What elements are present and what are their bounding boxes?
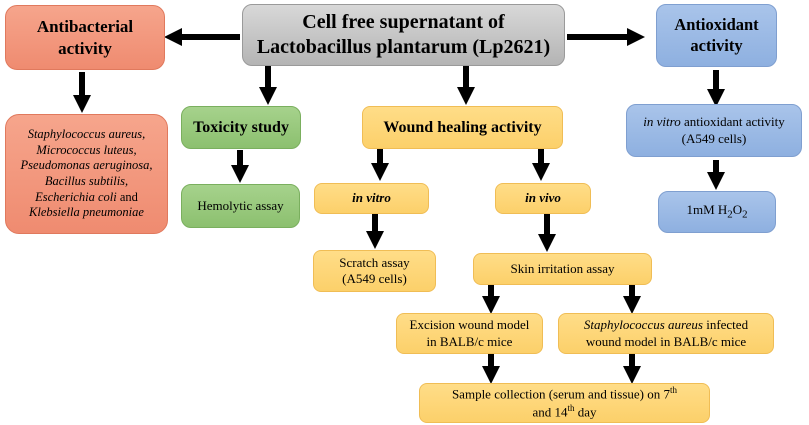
- hemolytic-label: Hemolytic assay: [197, 197, 284, 213]
- antibacterial-line2: activity: [58, 38, 112, 58]
- staph-rest: infected: [702, 317, 749, 333]
- antioxidant-cells: (A549 cells): [681, 130, 747, 146]
- wound-invitro-box: in vitro: [314, 183, 429, 214]
- skin-label: Skin irritation assay: [510, 260, 615, 276]
- main-title-line2: Lactobacillus plantarum (Lp2621): [256, 36, 551, 58]
- h2o2-prefix: 1mM H: [686, 201, 728, 217]
- skin-box: Skin irritation assay: [473, 253, 652, 285]
- antibacterial-box: Antibacterial activity: [5, 5, 165, 70]
- sample-text: Sample collection (serum and tissue) on …: [451, 386, 671, 402]
- antioxidant-invitro-box: in vitro antioxidant activity (A549 cell…: [626, 104, 802, 157]
- sample-sup1: th: [670, 385, 678, 396]
- excision-box: Excision wound model in BALB/c mice: [396, 313, 543, 354]
- antioxidant-line1: Antioxidant: [674, 14, 759, 34]
- sample-line1: Sample collection (serum and tissue) on …: [452, 385, 677, 403]
- hemolytic-box: Hemolytic assay: [181, 184, 300, 228]
- staph-italic: Staphylococcus aureus: [583, 317, 703, 333]
- organisms-box: Staphylococcus aureus, Micrococcus luteu…: [5, 114, 168, 234]
- organism-3: Pseudomonas aeruginosa,: [20, 158, 153, 173]
- h2o2-sub1: 2: [727, 208, 733, 221]
- sample-and: and 14: [532, 404, 568, 420]
- staph-line1: Staphylococcus aureus infected: [584, 317, 748, 333]
- excision-line1: Excision wound model: [409, 317, 530, 333]
- toxicity-box: Toxicity study: [181, 106, 301, 149]
- h2o2-mid: O: [732, 201, 743, 217]
- antioxidant-box: Antioxidant activity: [656, 4, 777, 67]
- scratch-line2: (A549 cells): [342, 271, 407, 286]
- wound-title: Wound healing activity: [383, 118, 542, 136]
- antioxidant-line2: activity: [690, 35, 743, 55]
- wound-box: Wound healing activity: [362, 106, 563, 149]
- antibacterial-line1: Antibacterial: [36, 17, 134, 37]
- main-title-line1: Cell free supernatant of: [302, 11, 505, 33]
- sample-line2: and 14th day: [452, 403, 677, 421]
- h2o2-box: 1mM H2O2: [658, 191, 776, 233]
- sample-sup2: th: [567, 403, 575, 413]
- scratch-line1: Scratch assay: [339, 254, 410, 270]
- organism-5-line: Escherichia coli and: [21, 190, 153, 206]
- antioxidant-invitro-rest: antioxidant activity: [680, 114, 785, 130]
- main-box: Cell free supernatant of Lactobacillus p…: [242, 4, 565, 66]
- wound-invivo-box: in vivo: [495, 183, 591, 214]
- antioxidant-invitro-italic: in vitro: [643, 114, 681, 130]
- and-word: and: [116, 189, 138, 204]
- staph-line2: wound model in BALB/c mice: [585, 333, 747, 349]
- excision-line2: in BALB/c mice: [426, 333, 513, 349]
- sample-day: day: [574, 404, 597, 420]
- h2o2-sub2: 2: [742, 208, 748, 221]
- organism-4: Bacillus subtilis,: [44, 174, 129, 188]
- organism-6: Klebsiella pneumoniae: [29, 205, 144, 220]
- organism-5: Escherichia coli: [35, 189, 117, 204]
- organism-1: Staphylococcus aureus,: [27, 127, 146, 142]
- sample-box: Sample collection (serum and tissue) on …: [419, 383, 710, 423]
- wound-invivo-label: in vivo: [525, 190, 561, 206]
- toxicity-title: Toxicity study: [193, 118, 289, 136]
- h2o2-label: 1mM H2O2: [686, 202, 747, 222]
- staph-box: Staphylococcus aureus infected wound mod…: [558, 313, 774, 354]
- wound-invitro-label: in vitro: [352, 190, 391, 206]
- scratch-box: Scratch assay (A549 cells): [313, 250, 436, 292]
- antioxidant-invitro-line1: in vitro antioxidant activity: [643, 114, 784, 130]
- organism-2: Micrococcus luteus,: [36, 142, 137, 157]
